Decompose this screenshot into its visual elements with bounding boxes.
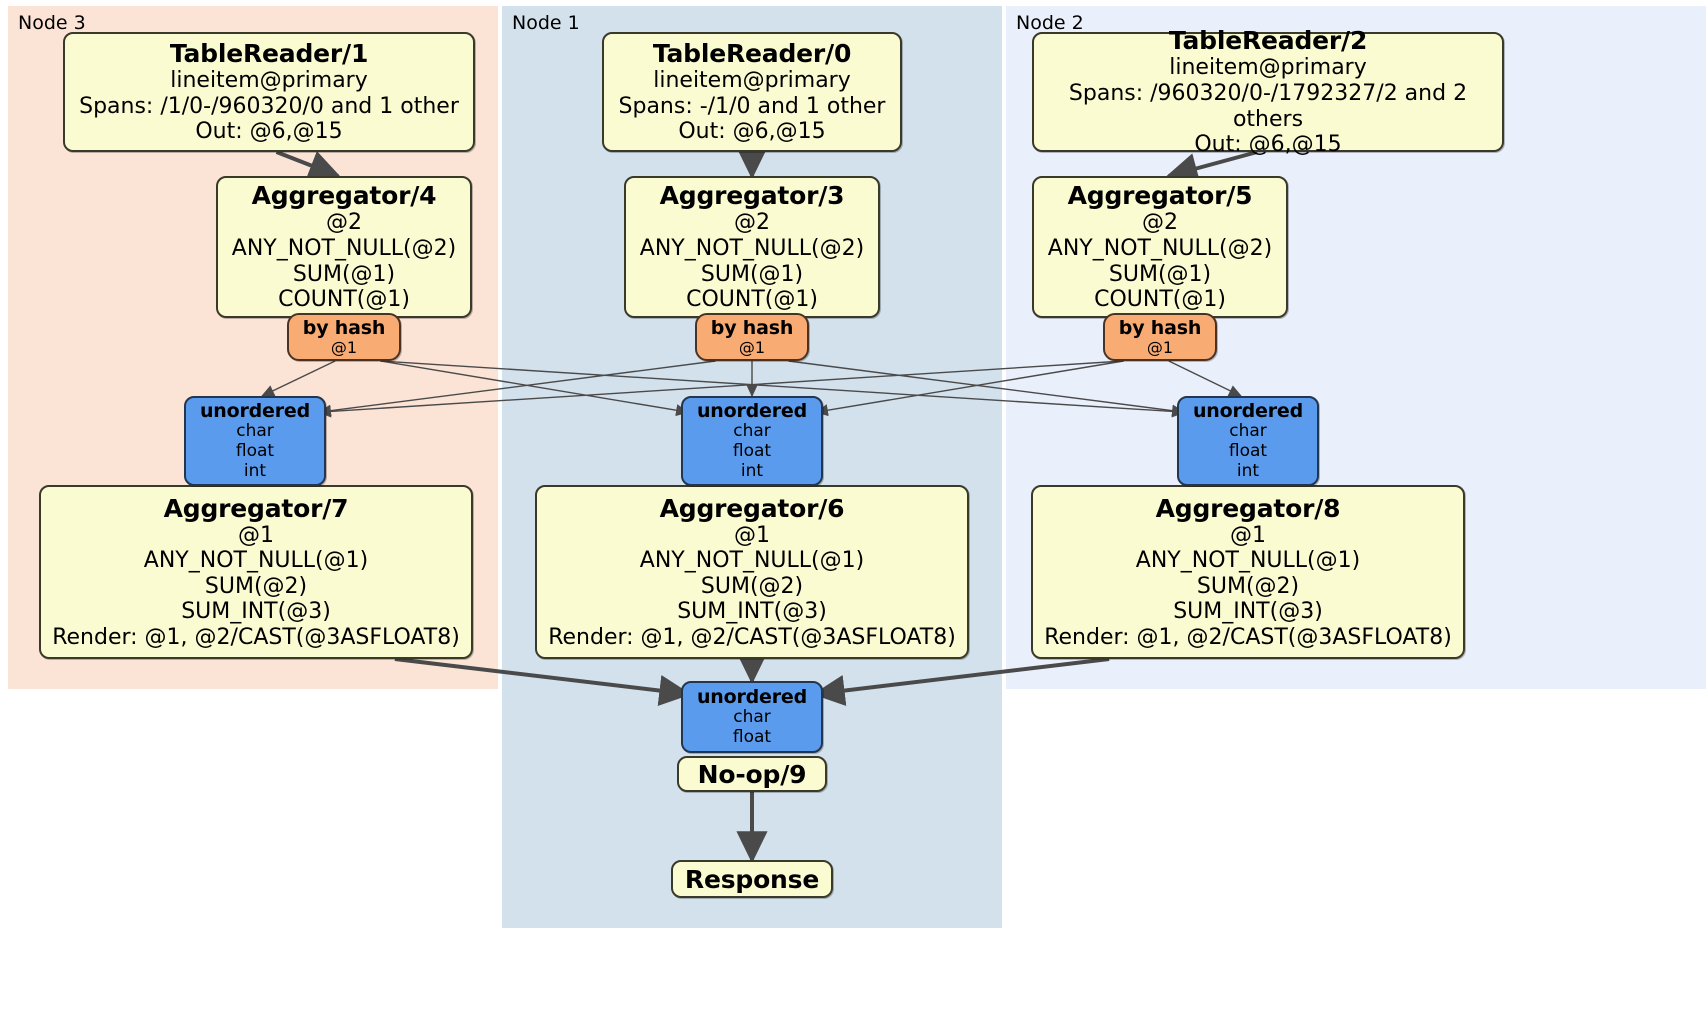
graph-node-title: Aggregator/5	[1067, 181, 1253, 211]
graph-node-title: No-op/9	[697, 759, 807, 789]
graph-node-title: by hash	[302, 316, 386, 339]
graph-node-line: @1	[738, 337, 766, 357]
graph-node-line: Spans: -/1/0 and 1 other	[618, 93, 886, 119]
graph-node-title: TableReader/1	[169, 39, 369, 69]
node-panel-label-node3: Node 3	[18, 12, 86, 34]
graph-node-line: @1	[1146, 337, 1174, 357]
graph-node-title: unordered	[199, 400, 311, 423]
graph-node-line: Out: @6,@15	[1194, 132, 1342, 158]
graph-node-title: Aggregator/6	[659, 493, 845, 523]
graph-node-line: lineitem@primary	[170, 68, 368, 94]
graph-node-line: float	[732, 441, 772, 462]
graph-node-line: @1	[330, 337, 358, 357]
graph-node-title: unordered	[696, 686, 808, 709]
graph-node-line: lineitem@primary	[653, 68, 851, 94]
graph-node-line: ANY_NOT_NULL(@1)	[143, 548, 369, 574]
graph-node-byhash4[interactable]: by hash@1	[287, 313, 401, 361]
graph-node-line: Out: @6,@15	[195, 119, 343, 145]
graph-node-line: SUM_INT(@3)	[677, 599, 827, 625]
graph-node-line: COUNT(@1)	[1094, 287, 1226, 313]
graph-node-line: @1	[238, 522, 274, 548]
graph-node-line: lineitem@primary	[1169, 55, 1367, 81]
graph-node-line: @1	[1230, 522, 1266, 548]
graph-node-line: @2	[1142, 210, 1178, 236]
graph-node-line: int	[740, 460, 764, 481]
graph-node-title: unordered	[1192, 400, 1304, 423]
graph-node-line: COUNT(@1)	[686, 287, 818, 313]
graph-node-line: COUNT(@1)	[278, 287, 410, 313]
graph-node-line: ANY_NOT_NULL(@2)	[231, 235, 457, 261]
graph-node-line: Render: @1, @2/CAST(@3ASFLOAT8)	[548, 624, 956, 650]
graph-node-line: SUM(@1)	[1108, 261, 1212, 287]
node-panel-label-node2: Node 2	[1016, 12, 1084, 34]
graph-node-line: float	[1228, 441, 1268, 462]
graph-node-line: @2	[326, 210, 362, 236]
graph-node-line: @1	[734, 522, 770, 548]
graph-node-line: Out: @6,@15	[678, 119, 826, 145]
graph-node-line: ANY_NOT_NULL(@2)	[1047, 235, 1273, 261]
graph-node-line: SUM(@2)	[700, 573, 804, 599]
graph-node-line: ANY_NOT_NULL(@1)	[639, 548, 865, 574]
graph-node-line: SUM_INT(@3)	[181, 599, 331, 625]
graph-node-line: float	[732, 727, 772, 748]
graph-node-title: by hash	[710, 316, 794, 339]
graph-node-line: int	[1236, 460, 1260, 481]
graph-node-title: TableReader/0	[652, 39, 852, 69]
graph-node-line: char	[236, 421, 274, 442]
graph-node-line: char	[1229, 421, 1267, 442]
graph-node-noop9[interactable]: No-op/9	[677, 756, 827, 792]
graph-node-title: Aggregator/4	[251, 181, 437, 211]
graph-node-byhash3[interactable]: by hash@1	[695, 313, 809, 361]
graph-node-line: SUM(@1)	[292, 261, 396, 287]
graph-node-line: SUM(@1)	[700, 261, 804, 287]
graph-node-line: int	[243, 460, 267, 481]
graph-node-title: Response	[684, 864, 820, 894]
graph-node-line: Spans: /1/0-/960320/0 and 1 other	[79, 93, 459, 119]
graph-node-title: TableReader/2	[1168, 26, 1368, 56]
graph-node-line: SUM(@2)	[1196, 573, 1300, 599]
graph-node-line: char	[733, 421, 771, 442]
graph-node-response[interactable]: Response	[671, 860, 833, 898]
graph-node-line: SUM(@2)	[204, 573, 308, 599]
graph-node-title: Aggregator/3	[659, 181, 845, 211]
graph-node-title: unordered	[696, 400, 808, 423]
node-panel-label-node1: Node 1	[512, 12, 580, 34]
graph-node-line: Render: @1, @2/CAST(@3ASFLOAT8)	[52, 624, 460, 650]
graph-node-byhash5[interactable]: by hash@1	[1103, 313, 1217, 361]
graph-node-title: Aggregator/8	[1155, 493, 1341, 523]
graph-node-line: @2	[734, 210, 770, 236]
graph-node-line: float	[235, 441, 275, 462]
graph-node-line: ANY_NOT_NULL(@1)	[1135, 548, 1361, 574]
graph-node-title: Aggregator/7	[163, 493, 349, 523]
graph-node-line: char	[733, 707, 771, 728]
graph-node-line: Spans: /960320/0-/1792327/2 and 2 others	[1068, 80, 1468, 132]
graph-node-title: by hash	[1118, 316, 1202, 339]
graph-node-line: SUM_INT(@3)	[1173, 599, 1323, 625]
graph-node-line: ANY_NOT_NULL(@2)	[639, 235, 865, 261]
graph-node-line: Render: @1, @2/CAST(@3ASFLOAT8)	[1044, 624, 1452, 650]
